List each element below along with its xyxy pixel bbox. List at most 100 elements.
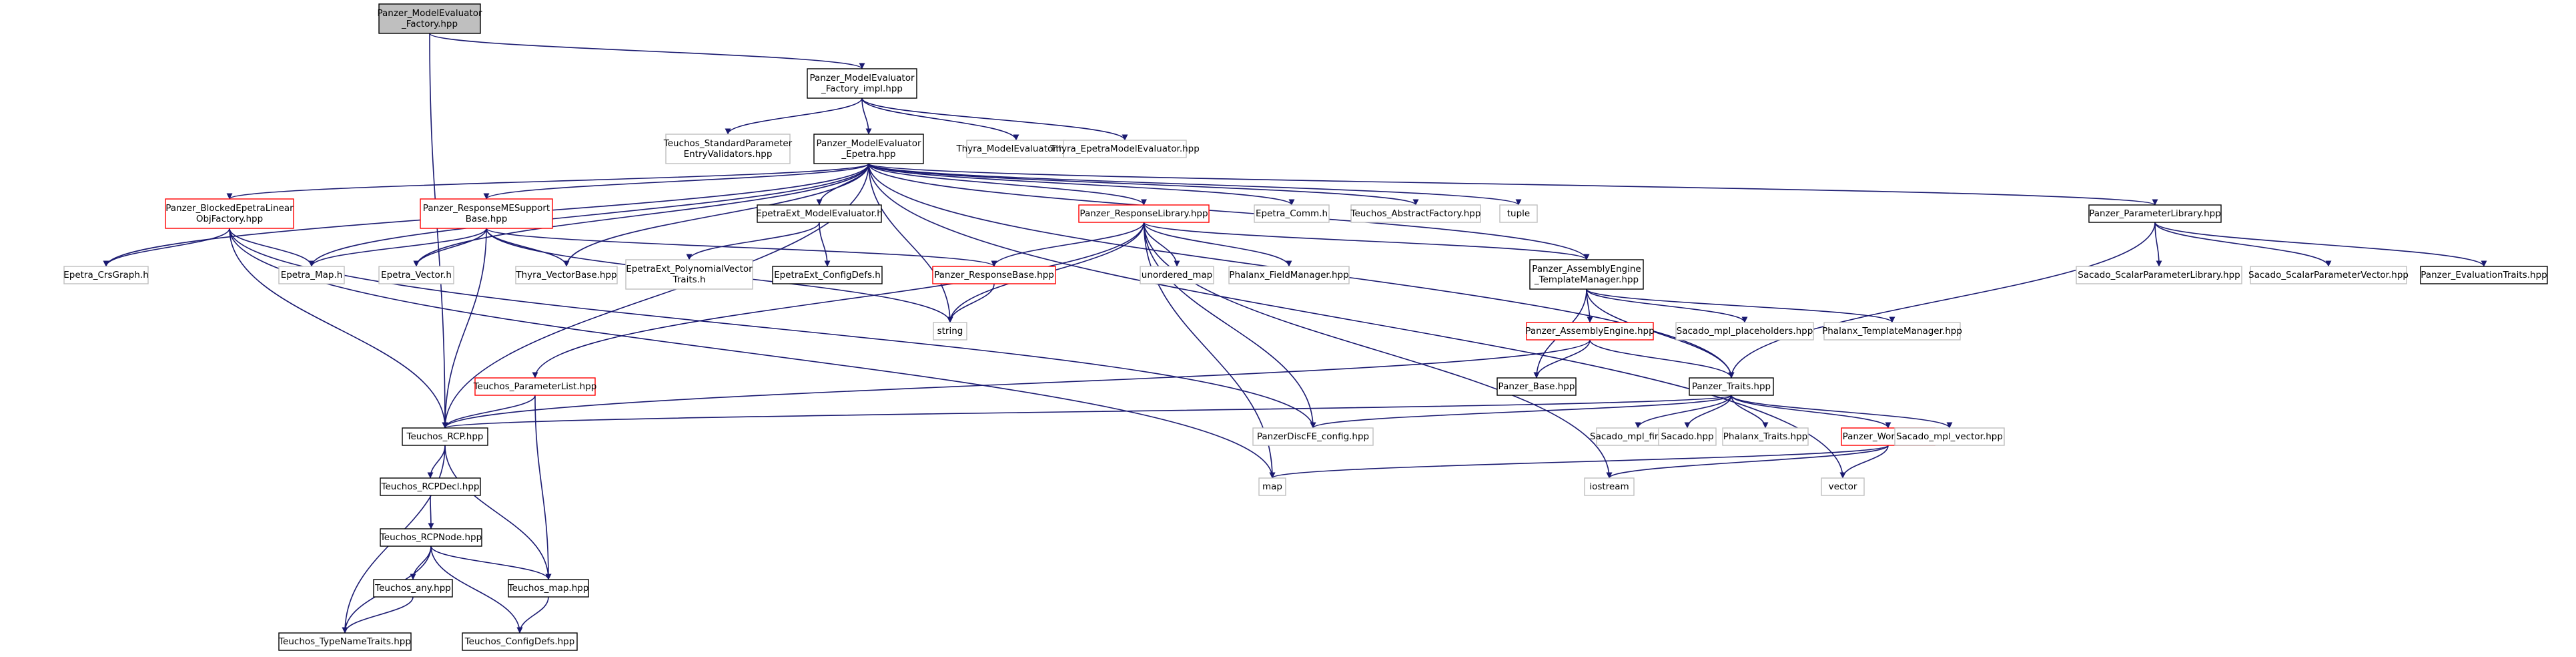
node-sacado_scalar_vec[interactable]: Sacado_ScalarParameterVector.hpp [2248,266,2409,284]
edge-teuchos_rcpnode-to-teuchos_configdefs [430,545,523,634]
node-teuchos_any[interactable]: Teuchos_any.hpp [373,579,453,598]
node-epetra_crsgraph[interactable]: Epetra_CrsGraph.h [63,266,149,284]
node-box-sacado_scalar_vec [2250,266,2407,284]
node-box-panzer_discfe_config [1252,427,1374,446]
node-sacado_mpl_placeholders[interactable]: Sacado_mpl_placeholders.hpp [1675,322,1814,341]
node-abstract_factory[interactable]: Teuchos_AbstractFactory.hpp [1350,204,1481,223]
node-label-parameter_library-0: Panzer_ParameterLibrary.hpp [2089,208,2221,219]
node-sacado_mpl_vector[interactable]: Sacado_mpl_vector.hpp [1894,427,2005,446]
node-label-response_library-0: Panzer_ResponseLibrary.hpp [1080,208,1208,219]
edge-teuchos_rcp-to-teuchos_rcpdecl [427,445,446,479]
node-thyra_vectorbase[interactable]: Thyra_VectorBase.hpp [515,266,618,284]
node-vector[interactable]: vector [1821,477,1865,496]
node-sacado_scalar_lib[interactable]: Sacado_ScalarParameterLibrary.hpp [2076,266,2242,284]
edge-me_epetra-to-tuple [868,163,1522,206]
edge-epetraext_me-to-epetraext_configdefs [819,222,831,267]
node-box-response_base [932,266,1056,284]
node-box-teuchos_map [508,579,589,598]
node-box-response_library [1078,204,1210,223]
node-label-iostream-0: iostream [1589,481,1629,492]
node-teuchos_rcpdecl[interactable]: Teuchos_RCPDecl.hpp [380,477,481,496]
node-evaluation_traits[interactable]: Panzer_EvaluationTraits.hpp [2420,266,2548,284]
node-box-iostream [1584,477,1635,496]
node-panzer_workset[interactable]: Panzer_Workset.hpp [1841,427,1936,446]
node-label-teuchos_any-0: Teuchos_any.hpp [374,583,451,594]
node-phalanx_fieldmanager[interactable]: Phalanx_FieldManager.hpp [1228,266,1350,284]
edge-teuchos_map-to-teuchos_configdefs [516,596,549,634]
node-teuchos_rcpnode[interactable]: Teuchos_RCPNode.hpp [380,528,482,547]
node-box-epetraext_configdefs [772,266,883,284]
node-phalanx_traits[interactable]: Phalanx_Traits.hpp [1722,427,1809,446]
node-label-sacado_mpl_vector-0: Sacado_mpl_vector.hpp [1896,431,2003,442]
node-label-thyra_me-0: Thyra_ModelEvaluator.hpp [955,144,1076,154]
node-panzer_traits[interactable]: Panzer_Traits.hpp [1689,377,1774,396]
edge-me_epetra-to-abstract_factory [868,163,1419,206]
node-label-teuchos_rcp-0: Teuchos_RCP.hpp [406,431,484,442]
node-factory_impl[interactable]: Panzer_ModelEvaluator_Factory_impl.hpp [807,68,917,99]
node-factory[interactable]: Panzer_ModelEvaluator_Factory.hpp [377,3,482,34]
edge-response_library-to-response_base [991,222,1145,267]
node-box-phalanx_traits [1722,427,1809,446]
node-label-assembly_engine-0: Panzer_AssemblyEngine.hpp [1525,326,1654,337]
node-box-sacado_mpl_vector [1894,427,2005,446]
edge-factory_impl-to-std_param_validators [725,97,863,135]
node-panzer_base[interactable]: Panzer_Base.hpp [1496,377,1577,396]
node-response_base[interactable]: Panzer_ResponseBase.hpp [932,266,1056,284]
node-me_epetra[interactable]: Panzer_ModelEvaluator_Epetra.hpp [813,134,924,164]
node-box-thyra_me [966,140,1066,158]
node-assembly_engine[interactable]: Panzer_AssemblyEngine.hpp [1525,322,1655,341]
node-tuple[interactable]: tuple [1499,204,1538,223]
node-box-vector [1821,477,1865,496]
node-assembly_tm[interactable]: Panzer_AssemblyEngine_TemplateManager.hp… [1529,259,1644,290]
edge-teuchos_any-to-teuchos_typenametraits [342,596,414,634]
edge-factory_impl-to-thyra_epetra_me [861,97,1128,141]
node-map[interactable]: map [1258,477,1286,496]
node-teuchos_map[interactable]: Teuchos_map.hpp [508,579,589,598]
node-panzer_discfe_config[interactable]: PanzerDiscFE_config.hpp [1252,427,1374,446]
edge-response_library-to-teuchos_paramlist [532,222,1145,379]
node-unordered_map[interactable]: unordered_map [1140,266,1214,284]
node-box-epetra_comm [1254,204,1330,223]
node-teuchos_paramlist[interactable]: Teuchos_ParameterList.hpp [473,377,597,396]
edge-teuchos_rcpnode-to-teuchos_any [410,545,432,580]
node-box-tuple [1499,204,1538,223]
edge-response_library-to-panzer_discfe_config [1143,222,1316,429]
node-label-sacado_scalar_lib-0: Sacado_ScalarParameterLibrary.hpp [2078,270,2240,280]
node-response_library[interactable]: Panzer_ResponseLibrary.hpp [1078,204,1210,223]
node-thyra_me[interactable]: Thyra_ModelEvaluator.hpp [955,140,1076,158]
node-parameter_library[interactable]: Panzer_ParameterLibrary.hpp [2088,204,2222,223]
node-epetra_comm[interactable]: Epetra_Comm.h [1254,204,1330,223]
node-label-panzer_discfe_config-0: PanzerDiscFE_config.hpp [1257,431,1369,442]
node-epetraext_configdefs[interactable]: EpetraExt_ConfigDefs.h [772,266,883,284]
edge-me_epetra-to-response_library [868,163,1147,206]
node-label-sacado_hpp-0: Sacado.hpp [1661,431,1713,442]
node-label-epetra_map-0: Epetra_Map.h [281,270,343,280]
edge-me_epetra-to-assembly_tm [868,163,1590,260]
node-thyra_epetra_me[interactable]: Thyra_EpetraModelEvaluator.hpp [1049,140,1200,158]
node-epetraext_me[interactable]: EpetraExt_ModelEvaluator.h [756,204,883,223]
node-label-std_param_validators-0: Teuchos_StandardParameter [663,138,793,149]
node-box-std_param_validators [665,134,791,164]
node-teuchos_typenametraits[interactable]: Teuchos_TypeNameTraits.hpp [278,632,412,651]
edge-epetraext_me-to-epetraext_polyvec [686,222,820,260]
edge-teuchos_rcp-to-teuchos_map [444,445,552,580]
node-label-teuchos_typenametraits-0: Teuchos_TypeNameTraits.hpp [278,636,411,647]
edge-panzer_workset-to-iostream [1606,445,1889,479]
node-iostream[interactable]: iostream [1584,477,1635,496]
node-label-teuchos_configdefs-0: Teuchos_ConfigDefs.hpp [464,636,575,647]
node-box-epetraext_polyvec [625,259,753,290]
node-string[interactable]: string [933,322,967,341]
edge-response_me_support-to-teuchos_rcp [442,228,487,429]
node-teuchos_rcp[interactable]: Teuchos_RCP.hpp [402,427,488,446]
node-sacado_hpp[interactable]: Sacado.hpp [1658,427,1717,446]
node-epetra_map[interactable]: Epetra_Map.h [278,266,345,284]
node-epetra_vector[interactable]: Epetra_Vector.h [378,266,454,284]
edge-parameter_library-to-panzer_traits [1728,222,2156,379]
node-std_param_validators[interactable]: Teuchos_StandardParameterEntryValidators… [663,134,793,164]
edge-panzer_traits-to-sacado_mpl_vector [1731,395,1953,429]
node-phalanx_template_manager[interactable]: Phalanx_TemplateManager.hpp [1822,322,1962,341]
node-teuchos_configdefs[interactable]: Teuchos_ConfigDefs.hpp [462,632,578,651]
